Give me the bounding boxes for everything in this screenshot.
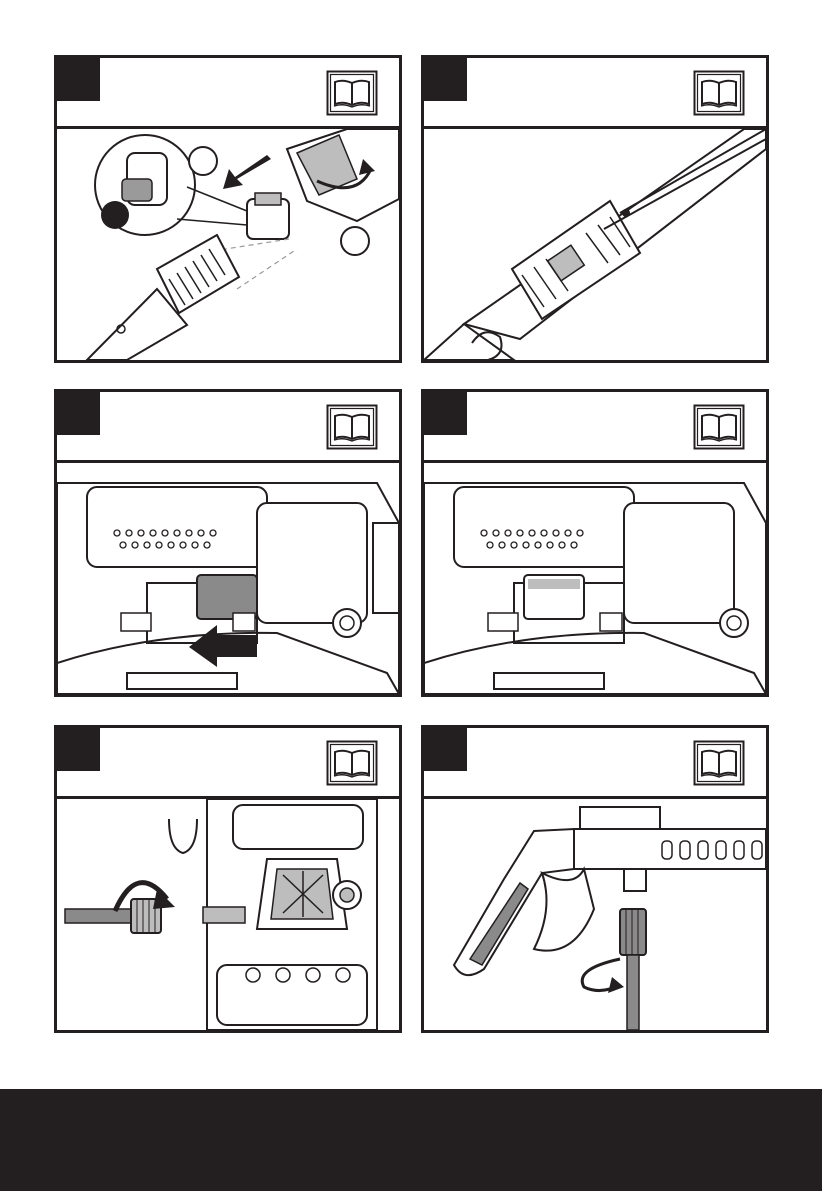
instruction-panel-4 — [421, 389, 769, 697]
lance-assembly-illustration — [424, 129, 766, 360]
manual-book-icon — [326, 404, 378, 450]
panel-header — [424, 58, 766, 129]
step-number-box — [57, 728, 100, 771]
panel-header — [424, 728, 766, 799]
manual-book-icon — [693, 70, 745, 116]
detergent-tank-remove-illustration — [57, 463, 399, 694]
hose-to-pump-illustration — [57, 799, 399, 1030]
nozzle-connection-illustration — [57, 129, 399, 360]
manual-book-icon — [693, 404, 745, 450]
hose-to-gun-illustration — [424, 799, 766, 1030]
step-number-box — [424, 392, 467, 435]
panel-header — [57, 58, 399, 129]
panel-header — [57, 392, 399, 463]
step-number-box — [424, 728, 467, 771]
step-number-box — [424, 58, 467, 101]
page-footer-bar — [0, 1089, 822, 1191]
instruction-panel-3 — [54, 389, 402, 697]
manual-book-icon — [326, 70, 378, 116]
step-number-box — [57, 392, 100, 435]
instruction-panel-1 — [54, 55, 402, 363]
detergent-tank-installed-illustration — [424, 463, 766, 694]
instruction-panel-2 — [421, 55, 769, 363]
manual-book-icon — [326, 740, 378, 786]
panel-header — [424, 392, 766, 463]
instruction-panel-5 — [54, 725, 402, 1033]
instruction-panel-6 — [421, 725, 769, 1033]
manual-book-icon — [693, 740, 745, 786]
step-number-box — [57, 58, 100, 101]
panel-header — [57, 728, 399, 799]
